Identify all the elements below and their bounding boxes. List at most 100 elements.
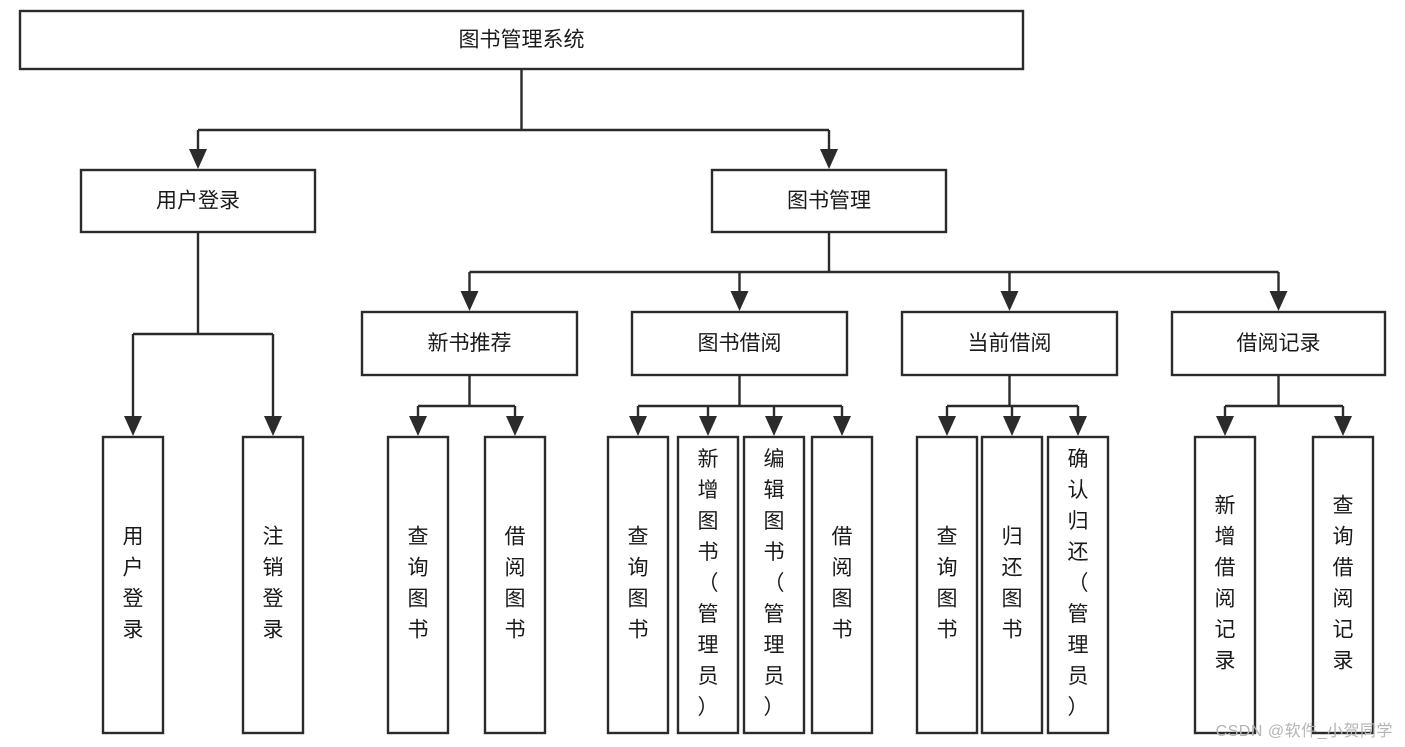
node-box-leaf-return-book (980, 435, 1044, 735)
arrow-head-icon (1069, 416, 1087, 436)
arrow-head-icon (629, 416, 647, 436)
node-label-char: 理 (698, 634, 719, 657)
node-label-char: 销 (263, 557, 284, 580)
node-label-char: 书 (937, 619, 958, 642)
connector-borrow-record-to-leaves (1216, 375, 1352, 436)
node-label-char: （ (698, 572, 719, 595)
node-label-char: ） (698, 696, 719, 719)
arrow-head-icon (1334, 416, 1352, 436)
arrow-head-icon (1000, 291, 1019, 311)
arrow-head-icon (506, 416, 524, 436)
node-label-char: 增 (1215, 526, 1236, 549)
node-label-char: 录 (1215, 650, 1236, 673)
node-box-new-book-recommend (360, 310, 579, 377)
node-label-char: 书 (628, 619, 649, 642)
arrow-head-icon (409, 416, 427, 436)
node-label-char: 阅 (1215, 588, 1236, 611)
node-label-char: 借 (832, 526, 853, 549)
node-book-management[interactable]: 图书管理 (710, 168, 948, 234)
node-label-char: 户 (123, 557, 144, 580)
node-label-char: 询 (937, 557, 958, 580)
node-label-char: 登 (123, 588, 144, 611)
node-box-leaf-edit-book-admin (742, 435, 806, 735)
node-label-char: 图 (764, 510, 785, 533)
node-box-leaf-query-book (606, 435, 670, 735)
node-label-char: 理 (1068, 634, 1089, 657)
node-label-new-book-recommend: 新书推荐 (428, 332, 512, 355)
node-label-char: 图 (937, 588, 958, 611)
node-label-char: 管 (764, 603, 785, 626)
node-label-char: 阅 (1333, 588, 1354, 611)
node-label-char: 书 (505, 619, 526, 642)
node-label-char: 管 (1068, 603, 1089, 626)
node-label-char: 书 (832, 619, 853, 642)
node-label-char: 归 (1068, 510, 1089, 533)
node-box-leaf-add-book-admin (676, 435, 740, 735)
node-label-char: 编 (764, 448, 785, 471)
node-book-borrow[interactable]: 图书借阅 (630, 310, 849, 377)
node-box-leaf-confirm-return-admin (1046, 435, 1110, 735)
connector-new-book-recommend-to-leaves (409, 375, 524, 436)
node-box-leaf-user-login (101, 435, 165, 735)
node-label-char: 记 (1215, 619, 1236, 642)
node-label-char: 管 (698, 603, 719, 626)
connector-current-borrow-to-leaves (938, 375, 1087, 436)
connector-book-borrow-to-leaves (629, 375, 851, 436)
node-label-char: 登 (263, 588, 284, 611)
arrow-head-icon (833, 416, 851, 436)
node-label-char: 辑 (764, 479, 785, 502)
connector-user-login-to-leaves (124, 232, 282, 436)
node-new-book-recommend[interactable]: 新书推荐 (360, 310, 579, 377)
node-label-char: 归 (1002, 526, 1023, 549)
node-label-char: 借 (1215, 557, 1236, 580)
node-label-char: 询 (1333, 526, 1354, 549)
node-label-char: 还 (1002, 557, 1023, 580)
node-box-leaf-query-book-recommend (386, 435, 450, 735)
node-label-char: （ (764, 572, 785, 595)
node-label-char: 新 (698, 448, 719, 471)
node-current-borrow[interactable]: 当前借阅 (900, 310, 1119, 377)
node-box-book-borrow (630, 310, 849, 377)
node-label-char: 员 (764, 665, 785, 688)
node-label-char: 查 (628, 526, 649, 549)
node-borrow-record[interactable]: 借阅记录 (1170, 310, 1387, 377)
node-label-book-management: 图书管理 (787, 190, 871, 213)
node-label-char: 书 (408, 619, 429, 642)
arrow-head-icon (124, 416, 142, 436)
node-box-leaf-query-book-current (915, 435, 979, 735)
arrow-head-icon (1216, 416, 1234, 436)
node-box-leaf-add-borrow-record (1193, 435, 1257, 735)
node-label-char: 还 (1068, 541, 1089, 564)
node-layer: 图书管理系统用户登录图书管理新书推荐图书借阅当前借阅借阅记录用户登录注销登录查询… (18, 9, 1387, 735)
node-label-char: 阅 (505, 557, 526, 580)
node-leaf-user-login[interactable]: 用户登录 (101, 435, 165, 735)
arrow-head-icon (1003, 416, 1021, 436)
node-label-char: 用 (123, 526, 144, 549)
node-label-char: 新 (1215, 495, 1236, 518)
node-user-login[interactable]: 用户登录 (79, 168, 317, 234)
connector-book-management-to-level3 (460, 232, 1288, 311)
node-label-char: 认 (1068, 479, 1089, 502)
connector-root-to-level2 (189, 69, 838, 169)
node-label-char: 询 (628, 557, 649, 580)
node-label-root: 图书管理系统 (459, 29, 585, 52)
node-label-char: 录 (1333, 650, 1354, 673)
node-label-char: 注 (263, 526, 284, 549)
node-label-char: 理 (764, 634, 785, 657)
node-root[interactable]: 图书管理系统 (18, 9, 1025, 71)
node-label-char: 借 (505, 526, 526, 549)
node-box-book-management (710, 168, 948, 234)
